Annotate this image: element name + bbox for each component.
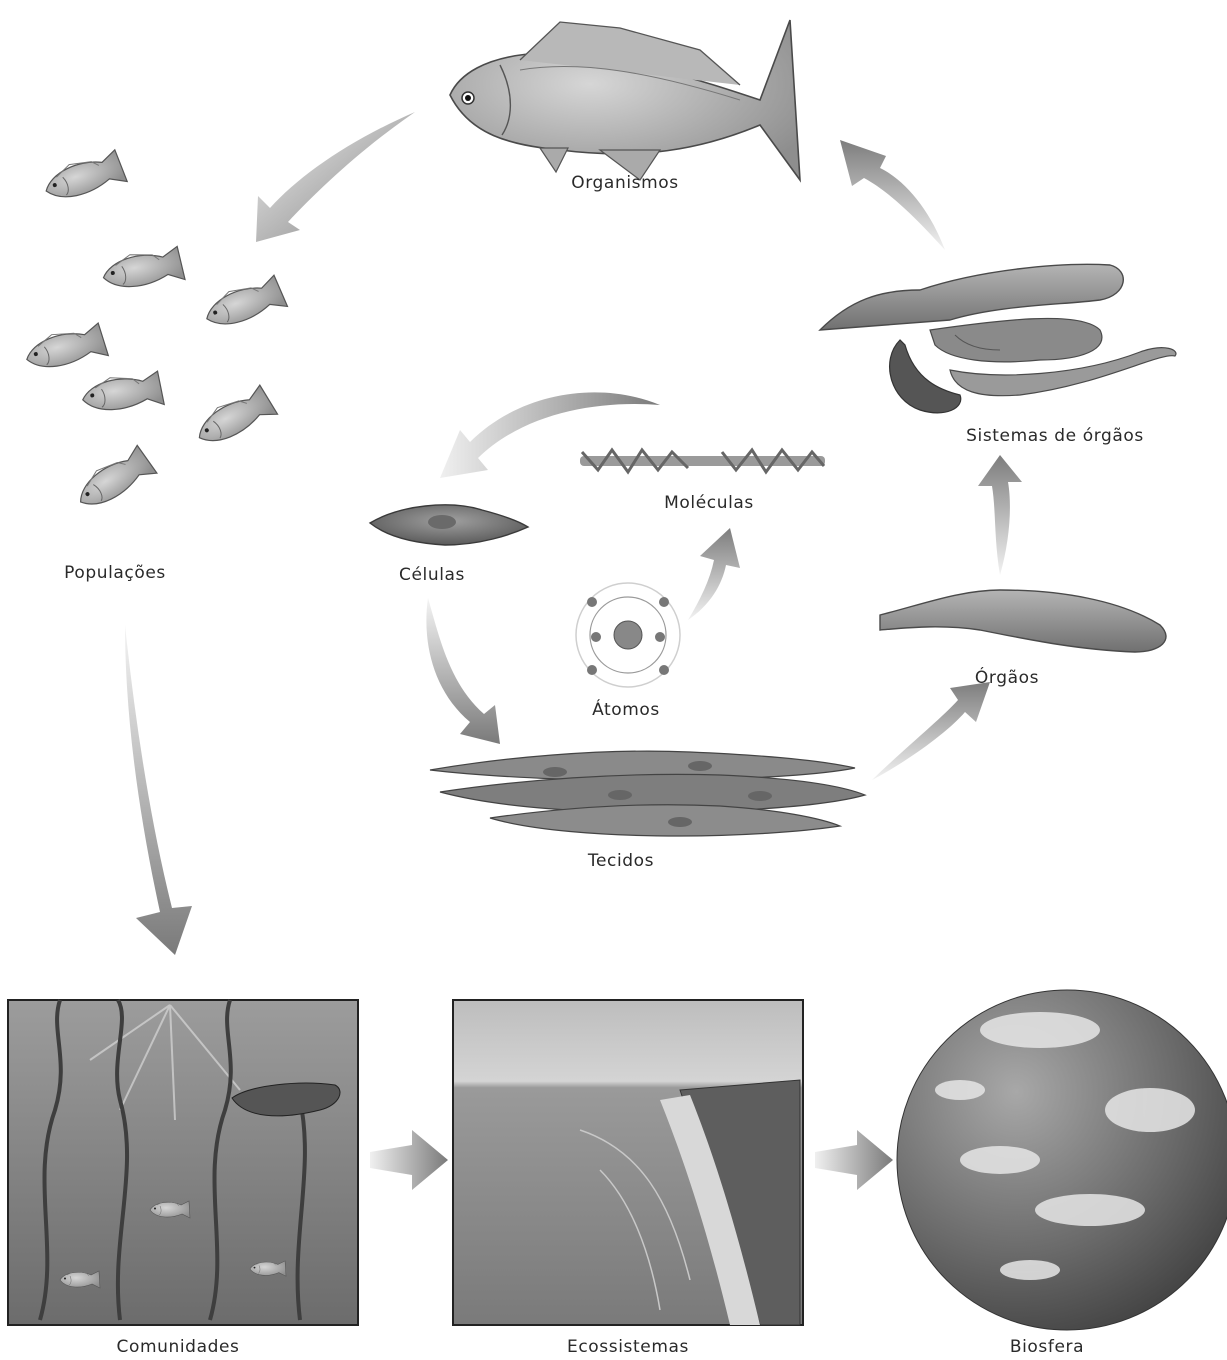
arrow-organismos-to-populacoes: [256, 112, 415, 242]
arrow-ecossistemas-to-biosfera: [815, 1130, 893, 1190]
arrow-atomos-to-moleculas: [688, 528, 740, 620]
atom-illustration: [576, 583, 680, 687]
cell-illustration: [370, 505, 528, 545]
organism-fish-illustration: [450, 20, 800, 180]
organ-system-illustration: [820, 264, 1176, 412]
label-atomos: Átomos: [592, 698, 660, 720]
community-kelp-forest-image: [8, 1000, 358, 1325]
arrow-populacoes-to-comunidades: [125, 625, 192, 955]
label-moleculas: Moléculas: [664, 493, 754, 513]
label-orgaos: Órgãos: [975, 666, 1039, 688]
label-ecossistemas: Ecossistemas: [567, 1337, 689, 1357]
biosphere-globe-image: [897, 990, 1227, 1330]
tissue-illustration: [430, 751, 865, 836]
label-biosfera: Biosfera: [1010, 1337, 1084, 1357]
arrow-sistemas-to-organismos: [840, 140, 945, 250]
population-fish-school: [22, 149, 287, 515]
label-tecidos: Tecidos: [587, 851, 654, 871]
label-comunidades: Comunidades: [116, 1337, 239, 1357]
label-populacoes: Populações: [64, 563, 166, 583]
arrow-comunidades-to-ecossistemas: [370, 1130, 448, 1190]
arrow-tecidos-to-orgaos: [872, 682, 990, 780]
label-celulas: Células: [399, 565, 465, 585]
label-sistemas: Sistemas de órgãos: [966, 426, 1144, 446]
arrow-orgaos-to-sistemas: [978, 455, 1022, 575]
molecule-illustration: [580, 450, 825, 472]
label-organismos: Organismos: [571, 173, 678, 193]
organ-illustration: [880, 590, 1166, 652]
arrow-celulas-to-tecidos: [426, 598, 500, 744]
ecosystem-coast-image: [453, 1000, 803, 1325]
